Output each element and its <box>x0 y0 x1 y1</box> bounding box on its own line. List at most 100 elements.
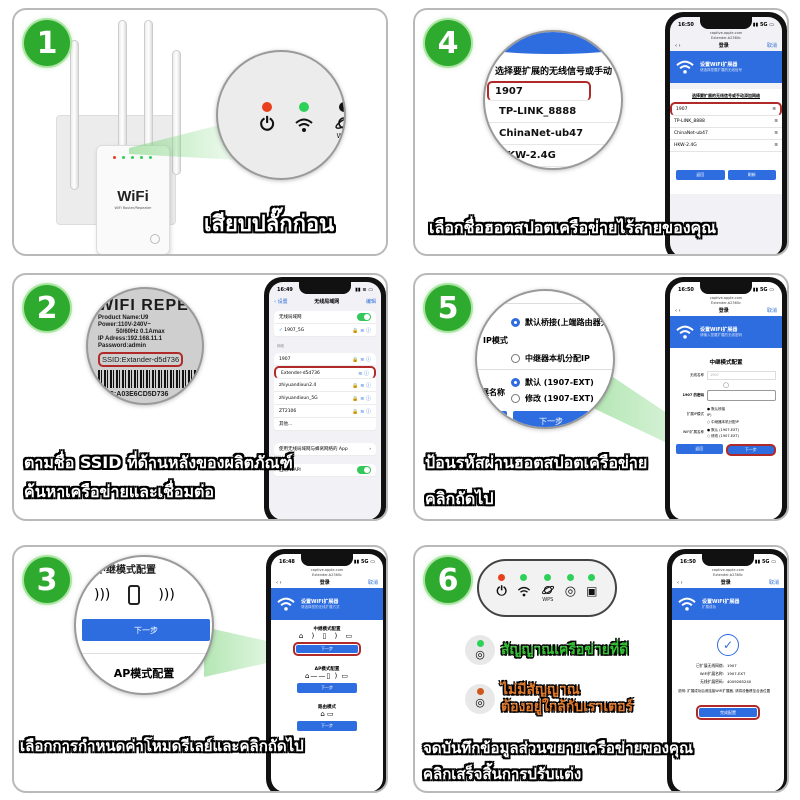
ext-name-row: WiFi扩展名称● 默认 (1907-EXT)○ 修改 (1907-EXT) <box>670 425 782 440</box>
ssid-input[interactable]: 1907 <box>707 371 776 381</box>
cancel-link[interactable]: 取消 <box>768 580 779 587</box>
refresh-button[interactable]: 刷新 <box>727 170 776 181</box>
clock: 16:50 <box>678 287 694 293</box>
network-row[interactable]: HKW-2.4G <box>485 145 621 167</box>
radio-ip-local[interactable]: 中继器本机分配IP <box>511 353 590 364</box>
cancel-link[interactable]: 取消 <box>766 43 777 50</box>
signal-battery-icon: ▮▮ 5G ▭ <box>353 559 375 565</box>
step-badge: 6 <box>425 557 471 603</box>
back-forward-icon[interactable]: ‹ › <box>675 42 681 49</box>
wps-button <box>150 234 160 244</box>
wlan-toggle[interactable] <box>357 313 371 321</box>
phone-notch <box>299 282 351 294</box>
ext-name-options[interactable]: ● 默认 (1907-EXT)○ 修改 (1907-EXT) <box>707 427 739 439</box>
antenna <box>70 40 79 190</box>
wifi-icon <box>295 118 313 132</box>
address-line: captive.apple.com <box>709 296 743 300</box>
radio-name-default[interactable]: 默认 (1907-EXT) <box>511 377 594 388</box>
wapi-toggle[interactable] <box>357 466 371 474</box>
divider <box>477 303 613 304</box>
next-button[interactable]: 下一步 <box>725 443 776 456</box>
network-row-selected[interactable]: Extender-d5d736≋ ⓘ <box>274 366 376 379</box>
network-row[interactable]: ZT2106🔒 ≋ ⓘ <box>274 405 376 418</box>
cancel-link[interactable]: 取消 <box>367 580 378 587</box>
radio-ip-default[interactable]: 默认桥接(上端路由器分配IP) <box>511 317 613 328</box>
led-dot <box>299 102 310 112</box>
label-password: Password:admin <box>98 342 147 349</box>
address-line: captive.apple.com <box>711 568 745 572</box>
network-name: HKW-2.4G <box>674 143 697 149</box>
next-button[interactable]: 下一步 <box>513 411 589 427</box>
ap-next-button[interactable]: 下一步 <box>297 683 357 694</box>
router-body: WiFi WiFi Router/Repeater <box>96 145 170 254</box>
step-4-panel: 4 选择要扩展的无线信号或手动 1907 TP-LINK_8888 ChinaN… <box>413 8 789 256</box>
network-row[interactable]: HKW-2.4G≋ <box>670 140 782 153</box>
nav-bar: ‹ ›登录取消 <box>670 305 782 316</box>
network-row[interactable]: zhiyuandixun2.4🔒 ≋ ⓘ <box>274 379 376 392</box>
back-link[interactable]: ‹ 设置 <box>274 299 288 305</box>
phone-notch <box>301 554 353 566</box>
nav-bar: ‹ ›登录取消 <box>672 577 784 588</box>
back-button[interactable]: 返回 <box>676 443 723 454</box>
apps-row[interactable]: 使用无线局域网与蜂窝网络的 App› <box>274 443 376 456</box>
wifi-logo: WiFi <box>117 188 149 205</box>
finish-highlight: 完成配置 <box>696 705 760 721</box>
router-next-button[interactable]: 下一步 <box>297 721 357 732</box>
network-row[interactable]: ChinaNet-ub47≋ <box>670 128 782 141</box>
relay-next-button[interactable]: 下一步 <box>296 645 358 654</box>
step-3-caption: เลือกการกำหนดค่าโหมดรีเลย์และคลิกถัดไป <box>20 737 304 755</box>
network-row[interactable]: ChinaNet-ub47 <box>485 123 621 145</box>
back-forward-icon[interactable]: ‹ › <box>276 579 282 586</box>
step-badge: 4 <box>425 20 471 66</box>
ext-name-label: 扩展名称 <box>475 388 505 397</box>
address-line: captive.apple.com <box>310 568 344 572</box>
edit-link[interactable]: 编辑 <box>365 299 376 305</box>
wps-led: WPS <box>334 102 344 140</box>
step-4-caption: เลือกชื่อฮอตสปอตเครือข่ายไร้สายของคุณ <box>429 218 717 237</box>
led-dot <box>544 573 552 581</box>
back-forward-icon[interactable]: ‹ › <box>675 307 681 314</box>
legend-icon: ◎ <box>465 683 495 714</box>
network-row[interactable]: TP-LINK_8888 <box>485 101 621 123</box>
radio-name-modify[interactable]: 修改 (1907-EXT) <box>511 393 594 404</box>
legend-no-signal: ◎ ไม่มีสัญญาณต้องอยู่ใกล้กับเราเตอร์ <box>465 682 633 716</box>
step-1-caption: เสียบปลั๊กก่อน <box>204 212 335 237</box>
network-row[interactable]: TP-LINK_8888≋ <box>670 116 782 129</box>
back-button[interactable]: 返回 <box>676 170 725 181</box>
banner-title: 设置WiFi扩展器 <box>702 599 740 606</box>
network-row-selected[interactable]: 1907 <box>487 81 591 101</box>
back-forward-icon[interactable]: ‹ › <box>677 579 683 586</box>
back-button[interactable] <box>477 411 507 427</box>
next-button[interactable]: 下一步 <box>82 619 210 641</box>
apps-group: 使用无线局域网与蜂窝网络的 App› <box>274 443 376 456</box>
password-input[interactable] <box>707 390 776 402</box>
phone-notch <box>700 282 752 294</box>
wlan-group: 无线局域网 ✓ 1907_5G🔒 ≋ ⓘ <box>274 311 376 337</box>
info-label: WiFi扩展名称: <box>699 671 724 677</box>
connected-network-row[interactable]: ✓ 1907_5G🔒 ≋ ⓘ <box>274 324 376 337</box>
info-label: 已扩展无线网络: <box>696 663 724 669</box>
button-row: 返回 刷新 <box>670 156 782 195</box>
signal-icon: ◎ <box>564 583 577 599</box>
cancel-link[interactable]: 取消 <box>766 308 777 315</box>
led-dot <box>588 573 596 581</box>
step-2-panel: 2 WIFI REPE Product Name:U9 Power:110V-2… <box>12 273 388 521</box>
antenna <box>172 50 181 175</box>
radio-unselected <box>511 394 520 403</box>
divider <box>477 369 613 370</box>
network-row[interactable]: zhiyuandixun_5G🔒 ≋ ⓘ <box>274 392 376 405</box>
checkmark-icon: ✓ <box>717 634 739 657</box>
finish-button[interactable]: 完成配置 <box>699 708 757 718</box>
network-row-selected[interactable]: 1907≋ <box>670 102 782 117</box>
other-network-row[interactable]: 其他... <box>274 418 376 431</box>
step-3-panel: 3 中继模式配置 ))) ))) 下一步 AP模式配置 16:48▮▮ 5G ▭… <box>12 545 388 793</box>
mode-diagram: ))) ))) <box>94 585 175 605</box>
network-row[interactable]: 1907🔒 ≋ ⓘ <box>274 353 376 366</box>
